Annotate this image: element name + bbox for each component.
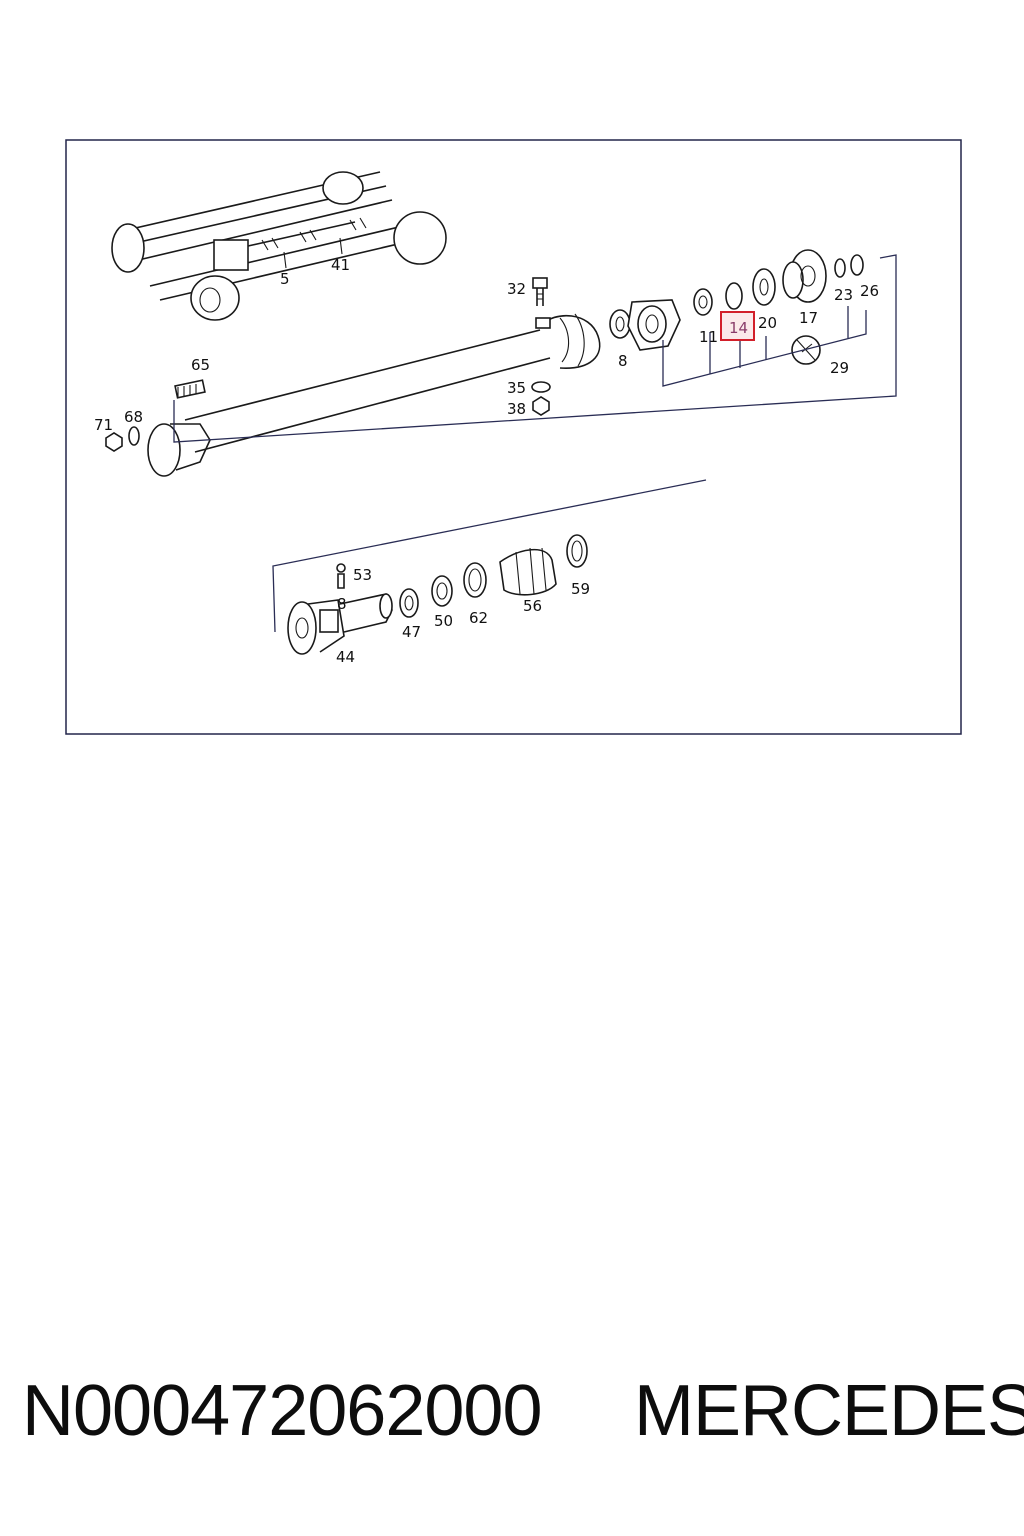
diagram-frame [65, 139, 962, 735]
callout-8[interactable]: 8 [618, 352, 628, 370]
frame-rail-assembly [111, 171, 447, 321]
callout-17[interactable]: 17 [799, 309, 818, 327]
callout-65[interactable]: 65 [191, 356, 210, 374]
exploded-parts-diagram: 5 41 32 65 71 68 8 35 38 11 14 20 17 23 … [65, 139, 962, 735]
lower-group-bracket [272, 479, 707, 633]
center-bearing-group [609, 249, 864, 365]
callout-62[interactable]: 62 [469, 609, 488, 627]
callout-56[interactable]: 56 [523, 597, 542, 615]
bearing-group-leader [662, 310, 867, 387]
callout-29[interactable]: 29 [830, 359, 849, 377]
highlighted-part-marker[interactable] [720, 311, 755, 341]
callout-8b[interactable]: 8 [337, 595, 347, 613]
nut-38 [532, 396, 550, 416]
callout-53[interactable]: 53 [353, 566, 372, 584]
callout-26[interactable]: 26 [860, 282, 879, 300]
callout-20[interactable]: 20 [758, 314, 777, 332]
drive-shaft [147, 313, 601, 477]
part-caption: N000472062000 MERCEDES [0, 1370, 1024, 1470]
callout-47[interactable]: 47 [402, 623, 421, 641]
callout-5[interactable]: 5 [280, 270, 290, 288]
joint-assembly [287, 534, 588, 655]
callout-59[interactable]: 59 [571, 580, 590, 598]
callout-14[interactable]: 14 [729, 319, 748, 337]
bolt-32 [532, 277, 548, 306]
callout-68[interactable]: 68 [124, 408, 143, 426]
callout-11[interactable]: 11 [699, 328, 718, 346]
washer-68 [128, 426, 140, 446]
callout-35[interactable]: 35 [507, 379, 526, 397]
callout-32[interactable]: 32 [507, 280, 526, 298]
callout-23[interactable]: 23 [834, 286, 853, 304]
part-number: N000472062000 [22, 1371, 543, 1451]
callout-41[interactable]: 41 [331, 256, 350, 274]
group-bracket-top [173, 254, 897, 443]
callout-71[interactable]: 71 [94, 416, 113, 434]
nut-71 [105, 432, 123, 452]
callout-50[interactable]: 50 [434, 612, 453, 630]
callout-44[interactable]: 44 [336, 648, 355, 666]
callout-38[interactable]: 38 [507, 400, 526, 418]
washer-35 [531, 381, 551, 393]
brand-name: MERCEDES [634, 1371, 1024, 1451]
